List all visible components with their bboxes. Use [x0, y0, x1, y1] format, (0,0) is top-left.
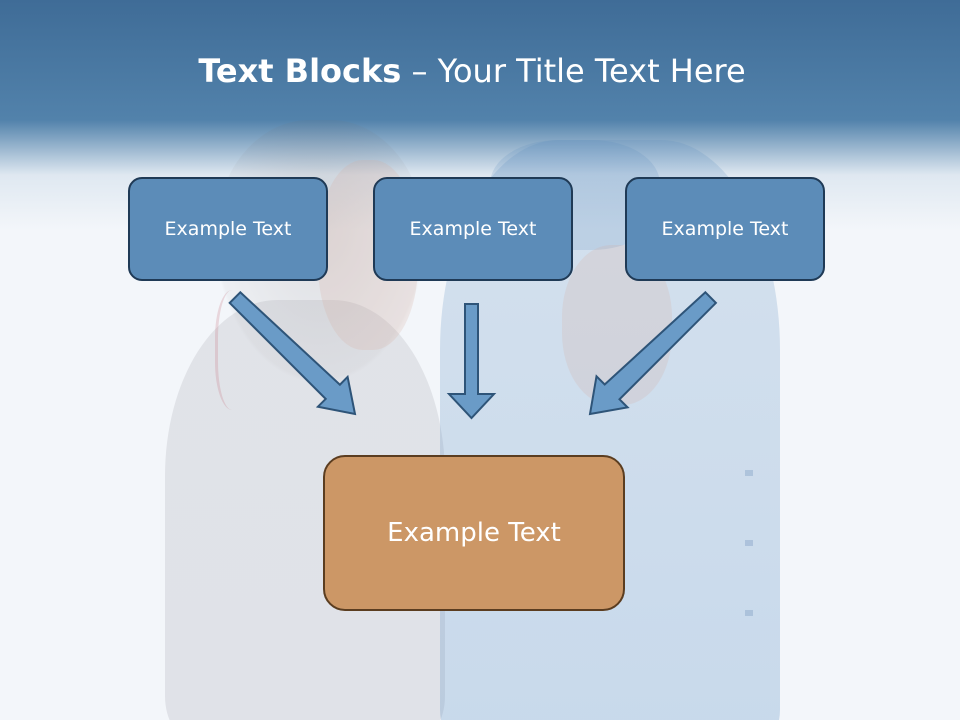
text-box-center[interactable]: Example Text [323, 455, 625, 611]
slide-title: Text Blocks – Your Title Text Here [0, 52, 944, 90]
text-box-center-label: Example Text [387, 518, 561, 548]
arrow-left-down-right [228, 290, 357, 416]
text-box-right[interactable]: Example Text [625, 177, 825, 281]
slide-title-rest: – Your Title Text Here [401, 52, 746, 90]
text-box-left-label: Example Text [164, 218, 292, 240]
text-box-middle-label: Example Text [409, 218, 537, 240]
text-box-right-label: Example Text [661, 218, 789, 240]
arrow-right-down-left [588, 290, 718, 416]
text-box-middle[interactable]: Example Text [373, 177, 573, 281]
arrow-middle-down [446, 303, 497, 420]
background-photo-strap [215, 290, 258, 410]
text-box-left[interactable]: Example Text [128, 177, 328, 281]
background-photo-shirt-buttons [745, 470, 753, 670]
slide-title-bold: Text Blocks [198, 52, 402, 90]
